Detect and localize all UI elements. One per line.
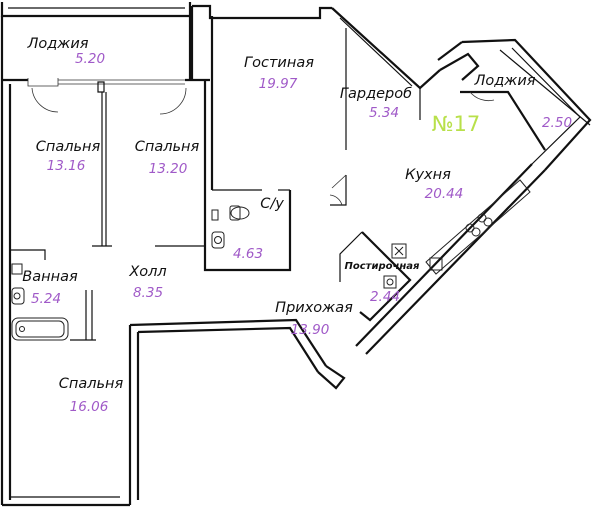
room-loggia-1: Лоджия 5.20 (26, 36, 105, 67)
room-area: 2.50 (542, 115, 572, 131)
laundry-fixtures (383, 243, 407, 289)
loggia-windows (27, 78, 185, 93)
washing-machine (11, 263, 23, 275)
room-bedroom-2: Спальня 13.20 (135, 139, 200, 177)
apartment-number: №17 (432, 112, 481, 136)
room-bedroom-1: Спальня 13.16 (36, 139, 101, 174)
bathtub (11, 317, 69, 341)
room-area: 2.44 (370, 289, 400, 305)
room-bathroom: Ванная 5.24 (22, 269, 78, 307)
room-wc: С/у 4.63 (233, 196, 284, 262)
room-name: Прихожая (275, 300, 353, 316)
room-name: Холл (128, 264, 166, 280)
kitchen-counter (425, 179, 531, 275)
room-name: Спальня (135, 139, 200, 155)
room-entrance: Прихожая 13.90 (275, 300, 353, 338)
room-wardrobe: Гардероб 5.34 (340, 86, 412, 121)
wc-toilet (229, 205, 250, 221)
doors (31, 87, 495, 206)
room-hall: Холл 8.35 (128, 264, 166, 301)
room-area: 13.90 (291, 322, 330, 338)
interior-walls (10, 16, 546, 341)
room-living: Гостиная 19.97 (244, 55, 314, 92)
room-name: Гардероб (340, 86, 412, 102)
room-area: 5.24 (31, 291, 61, 307)
room-area: 5.34 (369, 105, 399, 121)
room-loggia-2: Лоджия 2.50 (473, 73, 572, 131)
room-name: Кухня (405, 167, 451, 183)
room-name: Спальня (36, 139, 101, 155)
room-area: 16.06 (70, 399, 109, 415)
room-area: 8.35 (133, 285, 163, 301)
room-kitchen: Кухня 20.44 (405, 167, 463, 202)
room-area: 13.20 (149, 161, 188, 177)
room-area: 5.20 (75, 51, 105, 67)
room-name: Лоджия (26, 36, 88, 52)
room-laundry: Постирочная 2.44 (345, 261, 421, 305)
room-name: Спальня (59, 376, 124, 392)
room-area: 19.97 (259, 76, 298, 92)
room-name: С/у (260, 196, 284, 212)
room-area: 4.63 (233, 246, 263, 262)
room-name: Ванная (22, 269, 78, 285)
room-name: Постирочная (345, 261, 421, 272)
room-bedroom-3: Спальня 16.06 (59, 376, 124, 415)
room-area: 20.44 (425, 186, 464, 202)
bathroom-sink (11, 287, 25, 305)
room-name: Гостиная (244, 55, 314, 71)
wc-sink (211, 209, 225, 249)
outer-walls (0, 2, 592, 507)
room-name: Лоджия (473, 73, 535, 89)
room-area: 13.16 (47, 158, 86, 174)
